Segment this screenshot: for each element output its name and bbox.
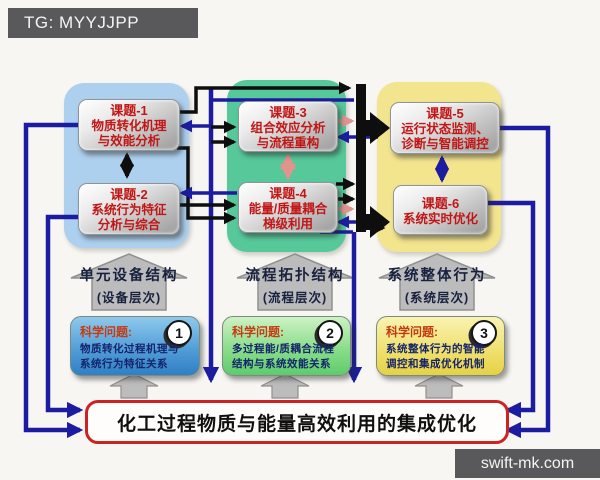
topic-4-line: 能量/质量耦合 — [248, 201, 328, 216]
science-question-1-number: 1 — [166, 320, 192, 346]
topic-1-line: 物质转化机理 — [91, 118, 167, 133]
level-label-1: 单元设备结构 — [79, 268, 179, 284]
topic-6-title: 课题-6 — [421, 196, 460, 212]
level-label-3: 系统整体行为 — [387, 268, 487, 284]
topic-box-2: 课题-2 系统行为特征 分析与综合 — [78, 183, 180, 235]
science-question-1-label: 科学问题: — [80, 325, 132, 339]
topic-3-line: 组合效应分析 — [250, 120, 326, 135]
science-question-1-line: 物质转化过程机理与 — [80, 343, 179, 355]
integration-banner: 化工过程物质与能量高效利用的集成优化 — [85, 400, 509, 444]
science-question-1-line: 系统行为特征关系 — [80, 358, 168, 370]
topic-3-line: 与流程重构 — [256, 135, 320, 150]
level-label-2: 流程拓扑结构 — [245, 268, 345, 284]
science-question-2-number: 2 — [317, 320, 343, 346]
level-sublabel-2: (流程层次) — [262, 291, 328, 305]
science-question-2-line: 多过程能/质耦合流程 — [232, 343, 335, 355]
topic-6-line: 系统实时优化 — [402, 211, 478, 226]
topic-2-line: 分析与综合 — [97, 217, 161, 232]
topic-1-title: 课题-1 — [110, 103, 148, 118]
topic-box-6: 课题-6 系统实时优化 — [393, 185, 488, 235]
topic-box-3: 课题-3 组合效应分析 与流程重构 — [238, 101, 338, 152]
topic-5-line: 诊断与智能调控 — [401, 136, 489, 151]
topic-3-title: 课题-3 — [269, 105, 307, 120]
science-question-2: 科学问题: 2 多过程能/质耦合流程 结构与系统效能关系 — [222, 316, 351, 376]
science-question-2-line: 结构与系统效能关系 — [232, 358, 331, 370]
science-question-1: 科学问题: 1 物质转化过程机理与 系统行为特征关系 — [70, 316, 200, 376]
science-question-3-line: 调控和集成优化机制 — [386, 358, 485, 370]
topic-2-title: 课题-2 — [110, 187, 148, 202]
science-question-2-label: 科学问题: — [232, 325, 284, 339]
science-question-3-label: 科学问题: — [386, 325, 438, 339]
science-question-3-line: 系统整体行为的智能 — [386, 343, 485, 355]
level-sublabel-1: (设备层次) — [96, 291, 162, 305]
science-question-3-number: 3 — [471, 320, 497, 346]
topic-4-title: 课题-4 — [269, 186, 307, 201]
topic-4-line: 梯级利用 — [262, 216, 313, 231]
banner-up-arrows — [109, 373, 464, 399]
topic-5-line: 运行状态监测、 — [401, 121, 489, 136]
topic-5-title: 课题-5 — [426, 106, 464, 121]
topic-box-1: 课题-1 物质转化机理 与效能分析 — [78, 99, 180, 151]
topic-2-line: 系统行为特征 — [91, 202, 167, 217]
topic-box-4: 课题-4 能量/质量耦合 梯级利用 — [238, 182, 338, 233]
topic-1-line: 与效能分析 — [97, 133, 161, 148]
topic-box-5: 课题-5 运行状态监测、 诊断与智能调控 — [390, 102, 500, 154]
science-question-3: 科学问题: 3 系统整体行为的智能 调控和集成优化机制 — [376, 316, 505, 376]
watermark-bottom-badge: swift-mk.com — [455, 449, 600, 478]
watermark-top-badge: TG: MYYJJPP — [8, 8, 198, 38]
level-sublabel-3: (系统层次) — [404, 291, 470, 305]
